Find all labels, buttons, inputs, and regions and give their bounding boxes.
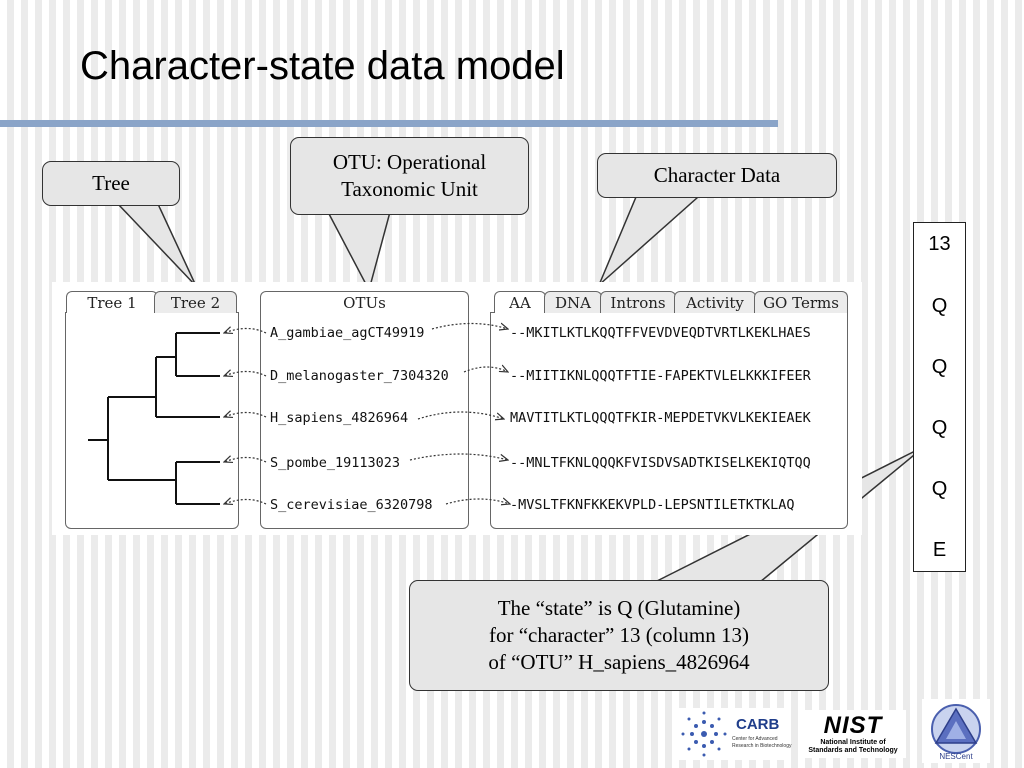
column-13-box: 13 Q Q Q Q E <box>913 222 966 572</box>
column-13-value: Q <box>931 356 948 378</box>
state-callout-line2: for “character” 13 (column 13) <box>488 623 750 648</box>
column-13-value: Q <box>931 417 948 439</box>
nescent-logo-name: NESCent <box>939 752 973 761</box>
carb-logo: CARB Center for Advanced Research in Bio… <box>676 708 791 760</box>
slide-title: Character-state data model <box>80 44 565 88</box>
nist-logo-sub2: Standards and Technology <box>808 747 898 754</box>
phylogenetic-tree <box>88 332 220 505</box>
sequence-row: --MIITIKNLQQQTFTIE-FAPEKTVLELKKKIFEER <box>510 368 811 384</box>
nist-logo-sub1: National Institute of <box>820 739 886 746</box>
title-divider <box>0 120 778 127</box>
tab-introns[interactable]: Introns <box>600 291 676 313</box>
sequence-row: --MKITLKTLKQQTFFVEVDVEQDTVRTLKEKLHAES <box>510 325 811 341</box>
otu-panel-header: OTUs <box>260 291 469 313</box>
nescent-triangle-icon <box>931 704 981 754</box>
state-callout: The “state” is Q (Glutamine) for “charac… <box>409 580 829 691</box>
carb-logo-sub2: Research in Biotechnology <box>732 743 792 749</box>
tab-tree-2[interactable]: Tree 2 <box>154 291 237 313</box>
tab-dna[interactable]: DNA <box>544 291 602 313</box>
data-model-figure: Tree 1 Tree 2 OTUs AA DNA Introns Activi… <box>52 282 862 535</box>
carb-logo-sub1: Center for Advanced <box>732 736 778 742</box>
chardata-callout-pointer <box>598 196 700 286</box>
tree-panel <box>65 312 239 529</box>
carb-starburst-icon <box>681 711 727 757</box>
tree-otu-links <box>224 329 267 505</box>
otu-character-links <box>409 324 510 505</box>
column-13-value: E <box>932 539 947 561</box>
tree-and-links <box>88 282 862 535</box>
tab-tree-1[interactable]: Tree 1 <box>66 291 158 313</box>
otu-callout-pointer <box>326 211 391 293</box>
chardata-callout-text: Character Data <box>653 163 781 188</box>
otu-callout-line1: OTU: Operational <box>332 150 487 175</box>
tree-callout-pointer <box>116 203 197 287</box>
state-callout-line3: of “OTU” H_sapiens_4826964 <box>488 649 750 674</box>
column-13-header: 13 <box>928 233 951 255</box>
tree-callout: Tree <box>42 161 180 206</box>
otu-label: A_gambiae_agCT49919 <box>270 325 425 341</box>
tab-go-terms[interactable]: GO Terms <box>754 291 848 313</box>
nescent-logo: NESCent <box>922 699 990 763</box>
otu-callout-line2: Taxonomic Unit <box>341 177 478 201</box>
carb-logo-name: CARB <box>736 716 780 733</box>
otu-label: D_melanogaster_7304320 <box>270 368 449 384</box>
otu-panel <box>260 312 469 529</box>
column-13-value: Q <box>931 295 948 317</box>
chardata-callout: Character Data <box>597 153 837 198</box>
tree-callout-text: Tree <box>92 171 130 196</box>
column-13-value: Q <box>931 478 948 500</box>
tab-activity[interactable]: Activity <box>674 291 756 313</box>
sequence-row: -MVSLTFKNFKKEKVPLD-LEPSNTILETKTKLAQ <box>510 497 795 513</box>
otu-callout: OTU: Operational Taxonomic Unit <box>290 137 529 215</box>
otu-label: S_pombe_19113023 <box>270 455 401 471</box>
otu-label: H_sapiens_4826964 <box>270 410 409 426</box>
state-callout-line1: The “state” is Q (Glutamine) <box>497 596 741 621</box>
sequence-row: MAVTITLKTLQQQTFKIR-MEPDETVKVLKEKIEAEK <box>510 410 811 426</box>
nist-logo-name: NIST <box>823 712 883 739</box>
nist-logo: NIST National Institute of Standards and… <box>800 710 906 758</box>
sequence-row: --MNLTFKNLQQQKFVISDVSADTKISELKEKIQTQQ <box>510 455 811 471</box>
character-data-panel <box>490 312 848 529</box>
tab-aa[interactable]: AA <box>494 291 546 313</box>
otu-label: S_cerevisiae_6320798 <box>270 497 433 513</box>
